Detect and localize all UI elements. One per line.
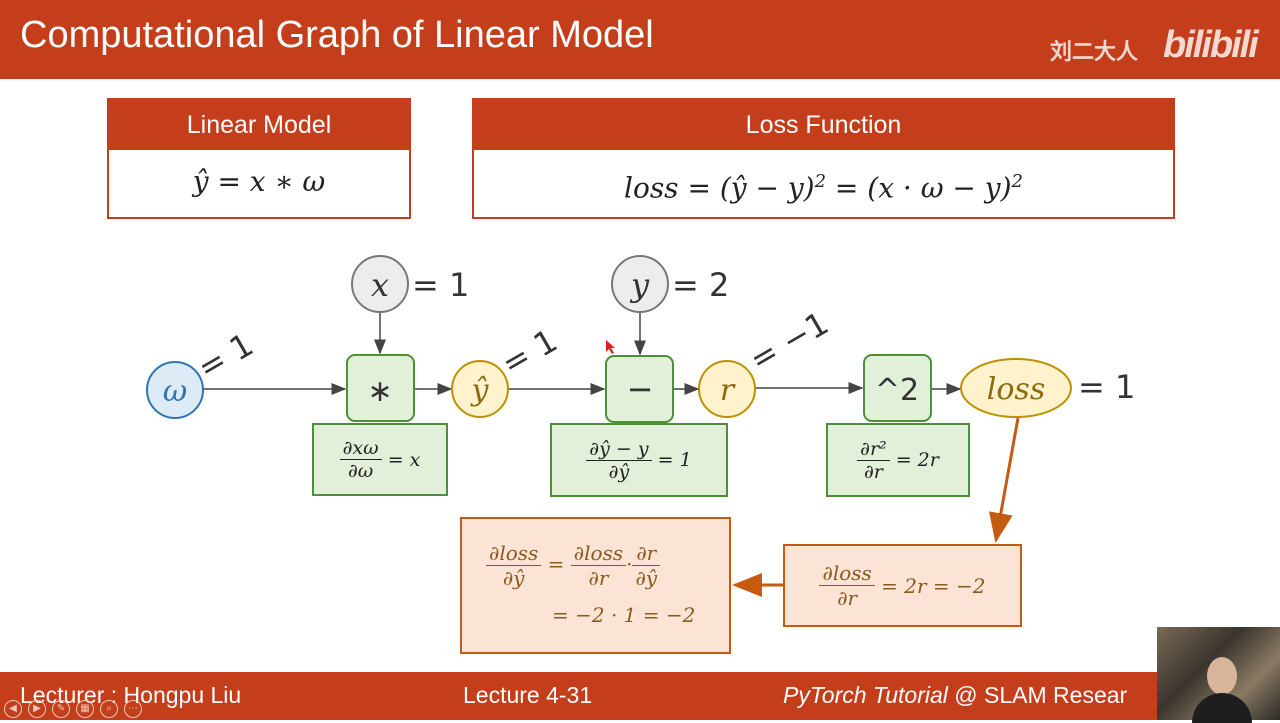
chain-dr-dyhat-num: ∂r [632, 541, 661, 566]
previous-slide-icon[interactable]: ◀ [4, 700, 22, 718]
omega-node [146, 361, 204, 419]
chain-rule-equals: = [547, 552, 565, 576]
loss-formula-part-a: loss = (ŷ − y) [624, 171, 815, 205]
bilibili-logo: bilibili [1163, 24, 1259, 66]
slides-grid-icon[interactable]: ▦ [76, 700, 94, 718]
chain-dr-dyhat-fraction: ∂r ∂ŷ [632, 541, 661, 590]
r-label: r [720, 373, 736, 408]
mul-node [346, 354, 415, 422]
yhat-label: ŷ [470, 373, 490, 408]
loss-formula-part-b: = (x · ω − y) [834, 171, 1012, 205]
y-node [611, 255, 669, 313]
channel-name: 刘二大人 [1050, 39, 1139, 64]
square-label: ^2 [875, 373, 919, 408]
loss-function-box: Loss Function loss = (ŷ − y)2 = (x · ω −… [472, 98, 1175, 219]
linear-model-title: Linear Model [109, 100, 409, 150]
more-options-icon[interactable]: ⋯ [124, 700, 142, 718]
header-bar [0, 0, 1280, 79]
presenter-face [1207, 657, 1237, 695]
yhat-gradient: = 1 [495, 321, 564, 383]
backprop-dloss-dyhat-box: ∂loss ∂ŷ = ∂loss ∂r · ∂r ∂ŷ = −2 · 1 = −… [460, 517, 731, 654]
local-grad-sub-box: ∂ŷ − y ∂ŷ = 1 [550, 423, 728, 497]
dloss-dyhat-fraction: ∂loss ∂ŷ [486, 541, 542, 590]
footer-course-italic: PyTorch Tutorial [783, 682, 948, 708]
local-grad-sub-den: ∂ŷ [608, 460, 630, 483]
footer-course-rest: @ SLAM Resear [947, 682, 1128, 708]
loss-formula-sup-a: 2 [814, 171, 827, 192]
mouse-cursor-icon [606, 340, 615, 354]
r-gradient: = −1 [743, 304, 835, 379]
backprop-dloss-dr-box: ∂loss ∂r = 2r = −2 [783, 544, 1022, 627]
y-value: = 2 [672, 266, 729, 304]
footer-course: PyTorch Tutorial @ SLAM Resear [783, 682, 1127, 709]
local-grad-sub-fraction: ∂ŷ − y ∂ŷ [586, 438, 652, 483]
local-grad-square-den: ∂r [863, 460, 883, 483]
linear-model-box: Linear Model ŷ = x ∗ ω [107, 98, 411, 219]
dloss-dr-fraction: ∂loss ∂r [819, 561, 875, 610]
footer-bar [0, 672, 1280, 720]
omega-gradient: = 1 [191, 325, 260, 387]
local-grad-mul-box: ∂xω ∂ω = x [312, 423, 448, 496]
dloss-dr-num: ∂loss [819, 561, 875, 586]
loss-node [960, 358, 1072, 418]
loss-value: = 1 [1078, 368, 1135, 406]
local-grad-mul-num: ∂xω [339, 437, 382, 460]
sub-label: − [627, 370, 654, 408]
yhat-node [451, 360, 509, 418]
dloss-dyhat-num: ∂loss [486, 541, 542, 566]
local-grad-mul-rhs: = x [387, 448, 421, 471]
x-label: x [371, 266, 389, 304]
local-grad-sub-num: ∂ŷ − y [586, 438, 652, 461]
square-node [863, 354, 932, 422]
footer-lecture-number: Lecture 4-31 [463, 682, 593, 708]
slide-controls: ◀ ▶ ✎ ▦ ⌕ ⋯ [4, 698, 148, 718]
y-label: y [629, 266, 650, 304]
local-grad-square-fraction: ∂r² ∂r [857, 438, 890, 483]
chain-dr-dyhat-den: ∂ŷ [635, 566, 658, 590]
x-node [351, 255, 409, 313]
loss-formula-sup-b: 2 [1011, 171, 1023, 192]
dloss-dr-den: ∂r [837, 586, 858, 610]
next-slide-icon[interactable]: ▶ [28, 700, 46, 718]
sub-node [605, 355, 674, 423]
chain-dloss-dr-num: ∂loss [570, 541, 627, 566]
local-grad-square-box: ∂r² ∂r = 2r [826, 423, 970, 497]
chain-dloss-dr-den: ∂r [588, 566, 609, 590]
backprop-arrow-down [988, 417, 1020, 543]
chain-rule-result: = −2 · 1 = −2 [552, 603, 696, 627]
local-grad-mul-den: ∂ω [347, 460, 374, 482]
presenter-body [1192, 693, 1252, 723]
mul-label: ∗ [367, 374, 392, 409]
local-grad-sub-rhs: = 1 [657, 449, 692, 471]
chain-rule-dot: · [626, 552, 633, 576]
loss-function-title: Loss Function [474, 100, 1173, 150]
local-grad-square-rhs: = 2r [895, 449, 939, 471]
local-grad-square-num: ∂r² [857, 438, 890, 461]
slide-title: Computational Graph of Linear Model [20, 14, 654, 56]
linear-model-formula: ŷ = x ∗ ω [192, 165, 326, 198]
loss-function-formula: loss = (ŷ − y)2 = (x · ω − y)2 [474, 150, 1173, 216]
loss-label: loss [987, 372, 1045, 407]
x-value: = 1 [412, 266, 469, 304]
dloss-dyhat-den: ∂ŷ [502, 566, 525, 590]
chain-dloss-dr-fraction: ∂loss ∂r [570, 541, 627, 590]
zoom-icon[interactable]: ⌕ [100, 700, 118, 718]
omega-label: ω [163, 374, 187, 409]
local-grad-mul-fraction: ∂xω ∂ω [339, 437, 382, 482]
dloss-dr-rhs: = 2r = −2 [881, 573, 986, 598]
r-node [698, 360, 756, 418]
webcam-video [1157, 627, 1280, 723]
pen-icon[interactable]: ✎ [52, 700, 70, 718]
